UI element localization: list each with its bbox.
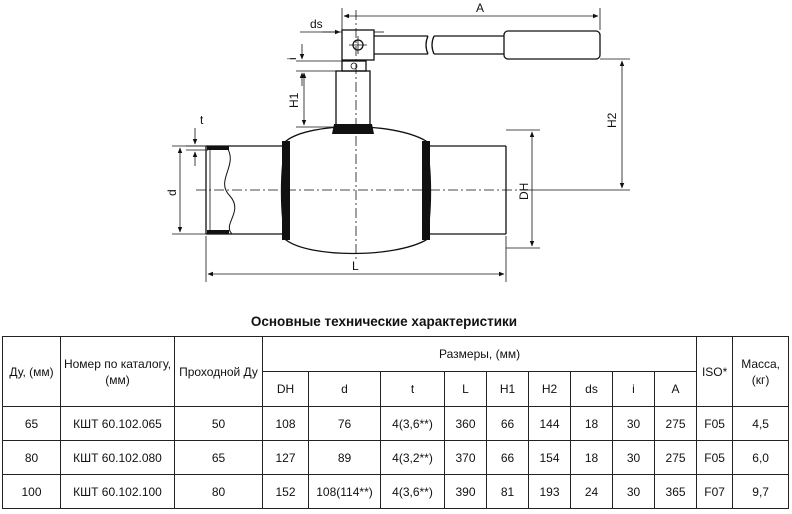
cell-d: 108(114**) bbox=[308, 474, 381, 509]
cell-catalog: КШТ 60.102.080 bbox=[60, 440, 175, 475]
subheader-ds: ds bbox=[570, 371, 613, 407]
cell-DH: 127 bbox=[262, 440, 309, 475]
subheader-DH: DH bbox=[262, 371, 309, 407]
pipe-end-top bbox=[207, 146, 229, 150]
header-mass: Масса, (кг) bbox=[732, 336, 790, 407]
label-DH: DH bbox=[517, 183, 531, 200]
cell-bore: 80 bbox=[174, 474, 263, 509]
cell-DH: 108 bbox=[262, 406, 309, 441]
cell-ds: 18 bbox=[570, 406, 613, 441]
label-H2: H2 bbox=[605, 112, 619, 128]
cell-iso: F07 bbox=[696, 474, 734, 509]
cell-ds: 18 bbox=[570, 440, 613, 475]
cell-A: 275 bbox=[653, 406, 698, 441]
cell-mass: 6,0 bbox=[732, 440, 790, 475]
weld-left bbox=[282, 141, 290, 240]
label-t: t bbox=[200, 113, 204, 127]
cell-d: 89 bbox=[308, 440, 381, 475]
cell-catalog: КШТ 60.102.100 bbox=[60, 474, 175, 509]
cell-H1: 66 bbox=[486, 440, 529, 475]
cell-mass: 4,5 bbox=[732, 406, 790, 441]
label-d: d bbox=[165, 189, 179, 196]
cell-bore: 65 bbox=[174, 440, 263, 475]
pipe-end-bottom bbox=[207, 230, 229, 234]
label-H1: H1 bbox=[287, 92, 301, 108]
cell-iso: F05 bbox=[696, 440, 734, 475]
cell-L: 360 bbox=[444, 406, 487, 441]
cell-ds: 24 bbox=[570, 474, 613, 509]
cell-DH: 152 bbox=[262, 474, 309, 509]
subheader-A: A bbox=[653, 371, 698, 407]
cell-t: 4(3,6**) bbox=[380, 406, 445, 441]
cell-d: 76 bbox=[308, 406, 381, 441]
subheader-H2: H2 bbox=[528, 371, 571, 407]
table-row: 65 КШТ 60.102.065 50 108 76 4(3,6**) 360… bbox=[2, 406, 790, 441]
header-iso: ISO* bbox=[696, 336, 734, 407]
cell-du: 100 bbox=[2, 474, 61, 509]
neck-weld bbox=[332, 124, 374, 134]
cell-catalog: КШТ 60.102.065 bbox=[60, 406, 175, 441]
cell-t: 4(3,6**) bbox=[380, 474, 445, 509]
dimensions bbox=[172, 8, 630, 282]
label-A: A bbox=[476, 1, 484, 15]
valve-drawing: A ds i H1 H2 t d DH L bbox=[165, 1, 630, 282]
cell-bore: 50 bbox=[174, 406, 263, 441]
header-du: Ду, (мм) bbox=[2, 336, 61, 407]
cell-i: 30 bbox=[612, 474, 655, 509]
header-bore: Проходной Ду bbox=[174, 336, 263, 407]
cell-iso: F05 bbox=[696, 406, 734, 441]
subheader-i: i bbox=[612, 371, 655, 407]
label-L: L bbox=[352, 259, 359, 273]
spec-table: Ду, (мм) Номер по каталогу, (мм) Проходн… bbox=[2, 336, 790, 509]
cell-H2: 144 bbox=[528, 406, 571, 441]
cell-L: 370 bbox=[444, 440, 487, 475]
table-caption: Основные технические характеристики bbox=[250, 314, 518, 329]
cell-H2: 193 bbox=[528, 474, 571, 509]
stem bbox=[335, 60, 371, 128]
cell-H2: 154 bbox=[528, 440, 571, 475]
header-catalog: Номер по каталогу, (мм) bbox=[60, 336, 175, 407]
cell-A: 275 bbox=[653, 440, 698, 475]
cell-L: 390 bbox=[444, 474, 487, 509]
cell-A: 365 bbox=[653, 474, 698, 509]
cell-du: 80 bbox=[2, 440, 61, 475]
cell-i: 30 bbox=[612, 440, 655, 475]
subheader-H1: H1 bbox=[486, 371, 529, 407]
cell-H1: 66 bbox=[486, 406, 529, 441]
table-row: 80 КШТ 60.102.080 65 127 89 4(3,2**) 370… bbox=[2, 440, 790, 475]
handle bbox=[341, 29, 601, 61]
subheader-t: t bbox=[380, 371, 445, 407]
header-row: Ду, (мм) Номер по каталогу, (мм) Проходн… bbox=[2, 336, 790, 407]
cell-t: 4(3,2**) bbox=[380, 440, 445, 475]
subheader-L: L bbox=[444, 371, 487, 407]
table-row: 100 КШТ 60.102.100 80 152 108(114**) 4(3… bbox=[2, 474, 790, 509]
weld-right bbox=[422, 141, 430, 240]
cell-H1: 81 bbox=[486, 474, 529, 509]
header-dimensions: Размеры, (мм) bbox=[261, 336, 698, 372]
cell-mass: 9,7 bbox=[732, 474, 790, 509]
label-i: i bbox=[285, 57, 299, 60]
subheader-d: d bbox=[308, 371, 381, 407]
cell-du: 65 bbox=[2, 406, 61, 441]
label-ds: ds bbox=[310, 17, 323, 31]
cell-i: 30 bbox=[612, 406, 655, 441]
centerlines bbox=[196, 10, 520, 262]
